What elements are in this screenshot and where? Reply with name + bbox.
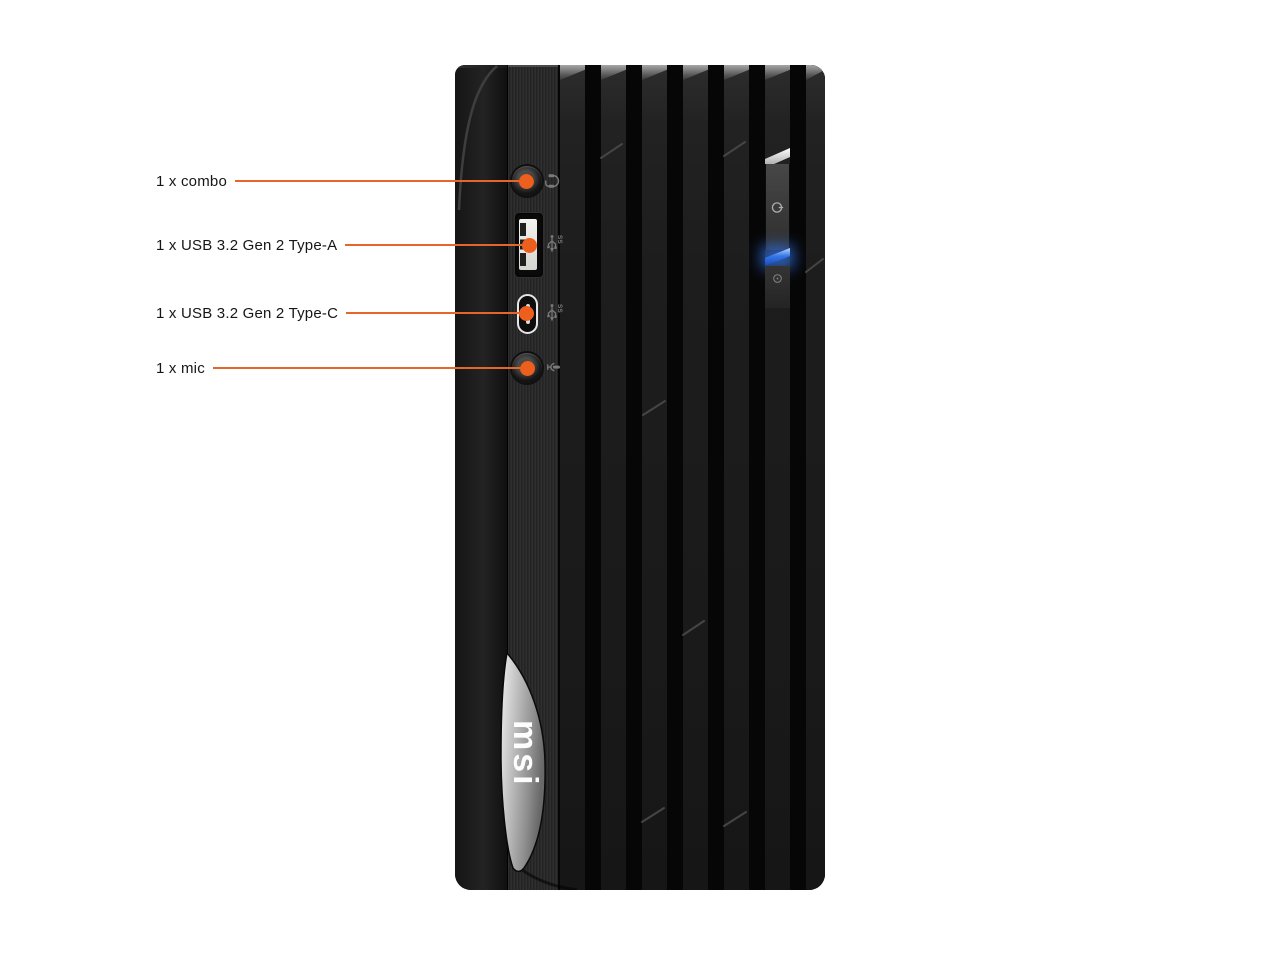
mic-icon — [543, 357, 563, 377]
callout-line — [346, 312, 520, 314]
callout-line — [235, 180, 520, 182]
headset-icon — [544, 171, 564, 191]
usb-10gbps-icon: SS — [545, 303, 565, 323]
callout-dot — [519, 173, 534, 189]
vent-fin — [683, 65, 708, 890]
callout-label: 1 x USB 3.2 Gen 2 Type-A — [156, 236, 338, 254]
callout-dot — [522, 237, 537, 253]
callout-label: 1 x USB 3.2 Gen 2 Type-C — [156, 304, 339, 322]
hdd-led-icon — [772, 271, 783, 283]
front-vent-fins — [558, 65, 825, 890]
vent-fin — [642, 65, 667, 890]
vent-fin — [806, 65, 825, 890]
callout-usb-c: 1 x USB 3.2 Gen 2 Type-C — [156, 304, 534, 322]
hdd-led-strip — [765, 266, 790, 308]
callout-label: 1 x combo — [156, 172, 227, 190]
callout-dot — [520, 360, 535, 376]
svg-text:SS: SS — [556, 304, 563, 313]
callout-line — [345, 244, 523, 246]
callout-combo: 1 x combo — [156, 172, 534, 190]
callout-label: 1 x mic — [156, 359, 205, 377]
callout-dot — [519, 305, 534, 321]
svg-text:SS: SS — [556, 235, 563, 244]
vent-fin — [560, 65, 585, 890]
power-button-fin — [761, 65, 794, 890]
callout-mic: 1 x mic — [156, 359, 535, 377]
vent-fin — [724, 65, 749, 890]
callout-usb-a: 1 x USB 3.2 Gen 2 Type-A — [156, 236, 537, 254]
usb-10gbps-icon: SS — [545, 234, 565, 254]
power-button — [765, 164, 790, 250]
power-icon — [771, 201, 784, 214]
vent-fin — [601, 65, 626, 890]
callout-line — [212, 367, 521, 369]
